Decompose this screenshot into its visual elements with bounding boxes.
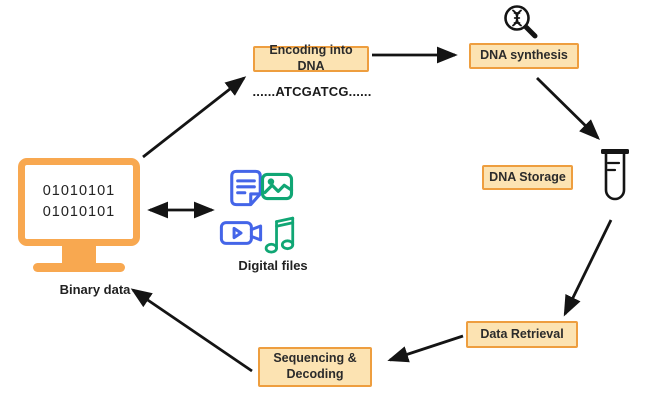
monitor-stand-neck: [62, 246, 96, 263]
dna-synthesis-box: DNA synthesis: [469, 43, 579, 69]
image-icon: [260, 172, 294, 201]
monitor-icon: 01010101 01010101: [18, 158, 140, 246]
test-tube-icon: [601, 149, 629, 201]
binary-screen-line: 01010101: [42, 204, 116, 220]
video-icon: [219, 221, 263, 245]
encoding-into-dna-box: Encoding into DNA: [253, 43, 369, 73]
binary-data-label: Binary data: [59, 282, 131, 297]
atcg-sequence-text: ......ATCGATCG......: [252, 84, 372, 99]
arrow-retrieval-to-sequencing: [387, 334, 464, 363]
arrow-sequencing-to-binary: [130, 288, 253, 373]
monitor-stand-base: [33, 263, 125, 272]
document-icon: [230, 169, 262, 207]
arrow-tube-to-retrieval: [563, 219, 613, 317]
dna-magnifier-icon: [504, 5, 538, 39]
music-note-icon: [264, 216, 295, 254]
data-retrieval-box: Data Retrieval: [466, 321, 578, 348]
sequencing-decoding-box: Sequencing & Decoding: [258, 347, 372, 387]
dna-storage-box: DNA Storage: [482, 165, 573, 190]
arrow-synthesis-to-tube: [536, 77, 600, 140]
digital-files-label: Digital files: [238, 258, 308, 273]
arrow-binary-to-encoding: [142, 76, 247, 159]
binary-screen-line: 01010101: [42, 182, 116, 199]
